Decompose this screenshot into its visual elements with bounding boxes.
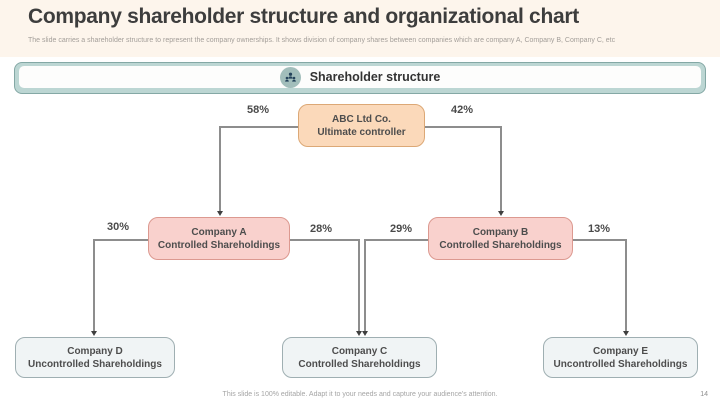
org-node-company-c: Company C Controlled Shareholdings (282, 337, 437, 378)
node-name: Company A (191, 226, 247, 238)
header-band (0, 0, 720, 57)
node-subtitle: Uncontrolled Shareholdings (553, 358, 688, 370)
arrow-into-company-b (497, 211, 504, 216)
banner-label: Shareholder structure (309, 70, 441, 84)
connector-b-c-vertical (364, 239, 366, 332)
node-subtitle: Controlled Shareholdings (439, 239, 562, 251)
arrow-into-company-e (622, 331, 629, 336)
connector-b-c-horizontal (364, 239, 428, 241)
page-title: Company shareholder structure and organi… (28, 5, 579, 28)
node-name: ABC Ltd Co. (332, 113, 391, 125)
node-name: Company E (592, 345, 648, 357)
arrow-into-company-c-left (355, 331, 362, 336)
arrow-into-company-d (90, 331, 97, 336)
org-node-ultimate-controller: ABC Ltd Co. Ultimate controller (298, 104, 425, 147)
arrow-into-company-a (216, 211, 223, 216)
org-node-company-b: Company B Controlled Shareholdings (428, 217, 573, 260)
percentage-b-to-c: 29% (389, 223, 413, 235)
org-node-company-a: Company A Controlled Shareholdings (148, 217, 290, 260)
node-name: Company D (67, 345, 123, 357)
node-name: Company B (472, 226, 529, 238)
node-subtitle: Controlled Shareholdings (157, 239, 281, 251)
connector-root-b-horizontal (425, 126, 502, 128)
banner-inner: Shareholder structure (19, 66, 701, 88)
shareholder-structure-banner: Shareholder structure (14, 62, 706, 94)
connector-b-e-horizontal (573, 239, 626, 241)
connector-a-c-horizontal (290, 239, 359, 241)
connector-root-b-vertical (500, 126, 502, 212)
node-subtitle: Controlled Shareholdings (298, 358, 421, 370)
percentage-root-to-b: 42% (450, 104, 474, 116)
node-subtitle: Ultimate controller (317, 126, 406, 138)
connector-a-c-vertical (358, 239, 360, 332)
arrow-into-company-c-right (361, 331, 368, 336)
page-subtitle: The slide carries a shareholder structur… (28, 37, 616, 44)
connector-b-e-vertical (625, 239, 627, 332)
footer-note: This slide is 100% editable. Adapt it to… (222, 391, 498, 398)
percentage-b-to-e: 13% (587, 223, 611, 235)
percentage-a-to-d: 30% (106, 221, 130, 233)
node-subtitle: Uncontrolled Shareholdings (28, 358, 162, 370)
connector-root-a-horizontal (219, 126, 299, 128)
node-name: Company C (331, 345, 388, 357)
people-group-icon (279, 66, 301, 88)
page-number: 14 (700, 391, 708, 398)
org-node-company-d: Company D Uncontrolled Shareholdings (15, 337, 175, 378)
connector-a-d-horizontal (93, 239, 148, 241)
percentage-root-to-a: 58% (246, 104, 270, 116)
connector-root-a-vertical (219, 126, 221, 212)
connector-a-d-vertical (93, 239, 95, 332)
org-node-company-e: Company E Uncontrolled Shareholdings (543, 337, 698, 378)
percentage-a-to-c: 28% (309, 223, 333, 235)
